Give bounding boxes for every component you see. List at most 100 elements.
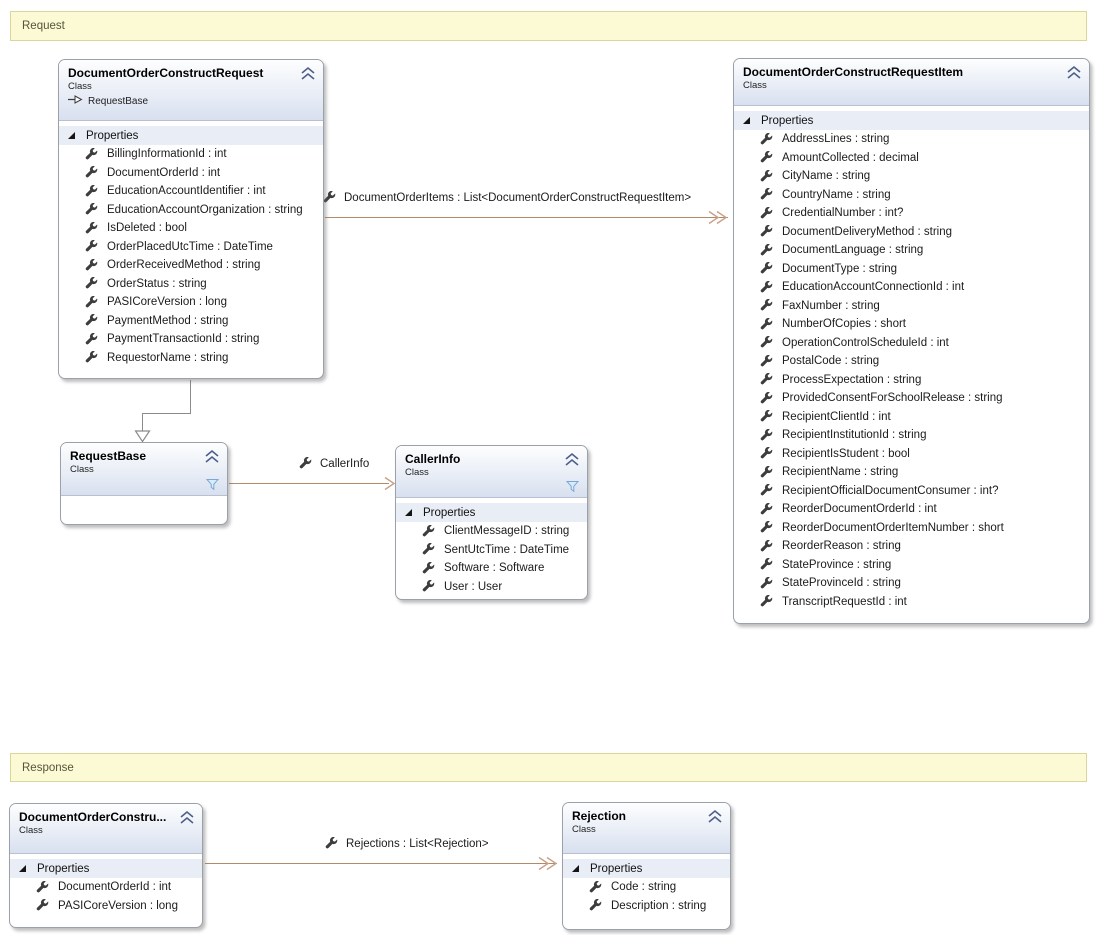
property-row[interactable]: ClientMessageID : string xyxy=(396,522,587,541)
association-label-callerinfo[interactable]: CallerInfo xyxy=(299,457,369,470)
wrench-icon xyxy=(760,410,773,423)
property-row[interactable]: Software : Software xyxy=(396,559,587,578)
property-row[interactable]: ReorderDocumentOrderId : int xyxy=(734,500,1089,519)
property-row[interactable]: ReorderReason : string xyxy=(734,537,1089,556)
property-row[interactable]: FaxNumber : string xyxy=(734,297,1089,316)
property-label: DocumentOrderId : int xyxy=(107,166,221,179)
property-row[interactable]: NumberOfCopies : short xyxy=(734,315,1089,334)
association-line-rejections[interactable] xyxy=(205,863,557,864)
collapse-chevron-icon[interactable] xyxy=(1066,65,1082,80)
inheritance-triangle-arrowhead-icon xyxy=(134,430,151,443)
property-row[interactable]: OrderStatus : string xyxy=(59,275,323,294)
wrench-icon xyxy=(760,132,773,146)
properties-section-header[interactable]: Properties xyxy=(734,111,1089,130)
property-row[interactable]: PostalCode : string xyxy=(734,352,1089,371)
property-label: EducationAccountIdentifier : int xyxy=(107,185,266,198)
property-row[interactable]: ReorderDocumentOrderItemNumber : short xyxy=(734,519,1089,538)
class-title: Rejection xyxy=(572,809,627,823)
properties-section-header[interactable]: Properties xyxy=(10,859,202,878)
collapse-chevron-icon[interactable] xyxy=(707,809,723,824)
class-box-document-order-construct-request[interactable]: DocumentOrderConstructRequest Class Requ… xyxy=(58,59,324,379)
property-row[interactable]: CountryName : string xyxy=(734,186,1089,205)
association-label-text: CallerInfo xyxy=(320,457,370,470)
request-comment-banner[interactable]: Request xyxy=(10,11,1087,41)
property-row[interactable]: DocumentOrderId : int xyxy=(59,164,323,183)
property-label: DocumentOrderId : int xyxy=(58,881,172,894)
property-row[interactable]: BillingInformationId : int xyxy=(59,145,323,164)
class-box-request-base[interactable]: RequestBase Class xyxy=(60,442,228,525)
class-header: Rejection Class xyxy=(563,803,730,854)
response-comment-banner[interactable]: Response xyxy=(10,753,1087,782)
property-row[interactable]: Code : string xyxy=(563,878,730,897)
property-row[interactable]: DocumentDeliveryMethod : string xyxy=(734,223,1089,242)
property-row[interactable]: AmountCollected : decimal xyxy=(734,149,1089,168)
property-row[interactable]: DocumentLanguage : string xyxy=(734,241,1089,260)
property-row[interactable]: StateProvinceId : string xyxy=(734,574,1089,593)
collapse-chevron-icon[interactable] xyxy=(300,66,316,81)
property-row[interactable]: OrderReceivedMethod : string xyxy=(59,256,323,275)
property-row[interactable]: ProcessExpectation : string xyxy=(734,371,1089,390)
property-row[interactable]: PASICoreVersion : long xyxy=(59,293,323,312)
property-row[interactable]: IsDeleted : bool xyxy=(59,219,323,238)
association-line-documentorderitems[interactable] xyxy=(325,217,728,218)
wrench-icon xyxy=(760,428,773,442)
property-row[interactable]: CredentialNumber : int? xyxy=(734,204,1089,223)
wrench-icon xyxy=(760,391,773,405)
property-row[interactable]: RecipientOfficialDocumentConsumer : int? xyxy=(734,482,1089,501)
properties-section-header[interactable]: Properties xyxy=(563,859,730,878)
collapse-chevron-icon[interactable] xyxy=(564,452,580,467)
association-label-rejections[interactable]: Rejections : List<Rejection> xyxy=(325,837,489,850)
chevron-arrowhead-icon xyxy=(384,476,396,491)
wrench-icon xyxy=(760,151,773,164)
property-row[interactable]: PASICoreVersion : long xyxy=(10,897,202,916)
property-row[interactable]: Description : string xyxy=(563,897,730,916)
property-row[interactable]: OperationControlScheduleId : int xyxy=(734,334,1089,353)
expanded-triangle-icon xyxy=(405,509,412,516)
collapse-chevron-icon[interactable] xyxy=(179,810,195,825)
property-row[interactable]: EducationAccountIdentifier : int xyxy=(59,182,323,201)
class-box-document-order-construct-response[interactable]: DocumentOrderConstru... Class Properties… xyxy=(9,803,203,928)
property-row[interactable]: ProvidedConsentForSchoolRelease : string xyxy=(734,389,1089,408)
wrench-icon xyxy=(36,899,49,912)
class-header: RequestBase Class xyxy=(61,443,227,496)
property-row[interactable]: RecipientClientId : int xyxy=(734,408,1089,427)
filter-icon[interactable] xyxy=(565,480,580,493)
property-row[interactable]: DocumentType : string xyxy=(734,260,1089,279)
property-label: RecipientClientId : int xyxy=(782,410,891,423)
property-row[interactable]: CityName : string xyxy=(734,167,1089,186)
properties-section-header[interactable]: Properties xyxy=(396,503,587,522)
property-row[interactable]: TranscriptRequestId : int xyxy=(734,593,1089,612)
wrench-icon xyxy=(760,576,773,590)
property-row[interactable]: PaymentTransactionId : string xyxy=(59,330,323,349)
property-row[interactable]: User : User xyxy=(396,578,587,597)
class-box-rejection[interactable]: Rejection Class Properties Code : string… xyxy=(562,802,731,930)
class-box-document-order-construct-request-item[interactable]: DocumentOrderConstructRequestItem Class … xyxy=(733,58,1090,624)
property-row[interactable]: StateProvince : string xyxy=(734,556,1089,575)
wrench-icon xyxy=(760,336,773,349)
collapse-chevron-icon[interactable] xyxy=(204,449,220,464)
property-row[interactable]: RecipientIsStudent : bool xyxy=(734,445,1089,464)
property-row[interactable]: PaymentMethod : string xyxy=(59,312,323,331)
inheritance-line-segment[interactable] xyxy=(190,380,191,413)
association-label-documentorderitems[interactable]: DocumentOrderItems : List<DocumentOrderC… xyxy=(323,191,691,204)
inheritance-line-segment[interactable] xyxy=(142,413,191,414)
property-row[interactable]: RecipientInstitutionId : string xyxy=(734,426,1089,445)
property-row[interactable]: DocumentOrderId : int xyxy=(10,878,202,897)
wrench-icon xyxy=(85,332,98,346)
property-row[interactable]: RequestorName : string xyxy=(59,349,323,368)
property-label: PaymentTransactionId : string xyxy=(107,333,260,346)
inheritance-line-segment[interactable] xyxy=(142,414,143,431)
inheritance-glyph-icon xyxy=(68,95,83,107)
properties-section-header[interactable]: Properties xyxy=(59,126,323,145)
class-box-caller-info[interactable]: CallerInfo Class Properties ClientMessag… xyxy=(395,445,588,600)
property-row[interactable]: EducationAccountConnectionId : int xyxy=(734,278,1089,297)
property-row[interactable]: AddressLines : string xyxy=(734,130,1089,149)
property-row[interactable]: OrderPlacedUtcTime : DateTime xyxy=(59,238,323,257)
property-row[interactable]: RecipientName : string xyxy=(734,463,1089,482)
property-row[interactable]: SentUtcTime : DateTime xyxy=(396,541,587,560)
property-row[interactable]: EducationAccountOrganization : string xyxy=(59,201,323,220)
association-line-callerinfo[interactable] xyxy=(229,483,389,484)
filter-icon[interactable] xyxy=(205,478,220,491)
property-label: IsDeleted : bool xyxy=(107,222,187,235)
